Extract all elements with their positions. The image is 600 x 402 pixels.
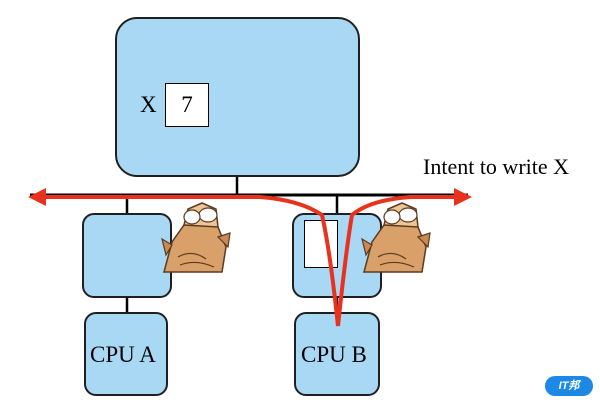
arrowhead-left-icon [28,188,46,206]
cpu-a-label: CPU A [90,342,156,367]
snooping-figure-icon [161,202,231,273]
broadcast-left-arrow [40,195,340,327]
cache-b-value-cell [304,220,338,268]
main-memory-box [115,17,360,177]
broadcast-right-arrow [336,195,456,327]
watermark-logo: IT邦 [545,376,593,396]
memory-value-cell: 7 [165,83,209,127]
snooping-figure-icon [361,202,431,273]
cpu-b-label: CPU B [301,342,367,367]
arrowhead-right-icon [454,188,472,206]
cpu-a-box [84,312,168,396]
bus-message-label: Intent to write X [423,154,570,179]
memory-variable-label: X [140,92,157,117]
